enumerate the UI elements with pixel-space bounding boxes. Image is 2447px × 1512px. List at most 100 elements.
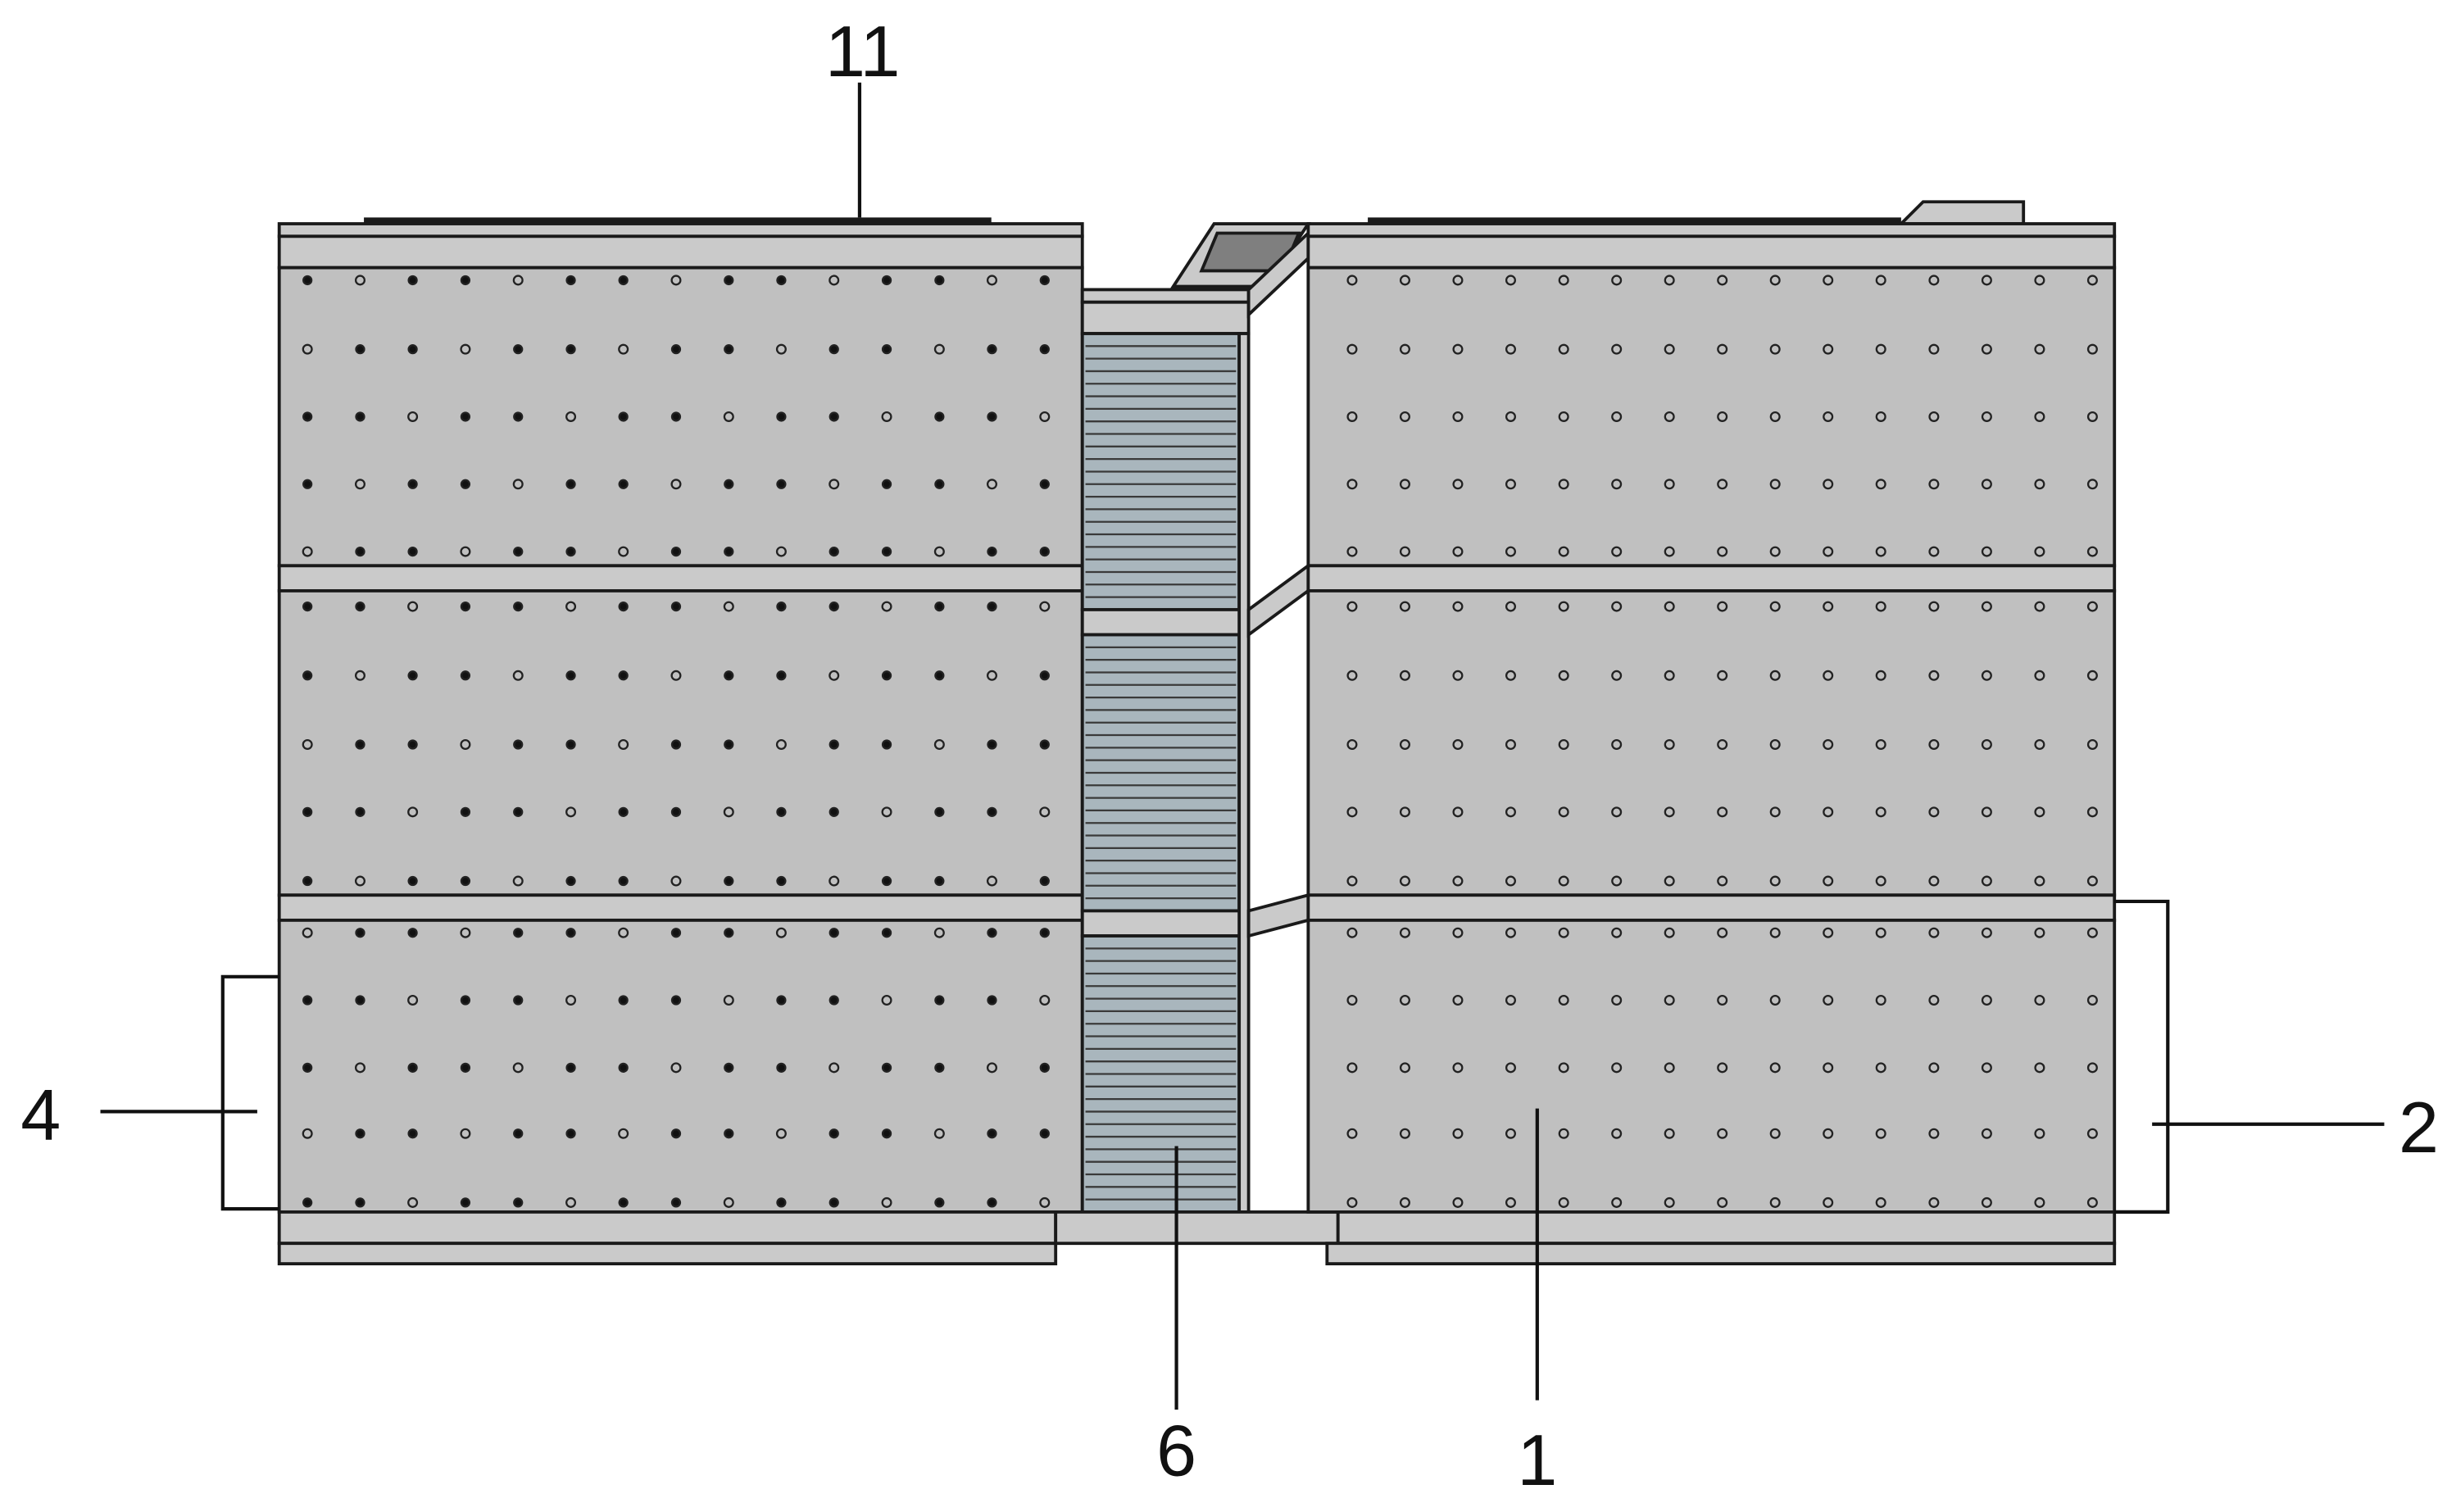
- facade-dot: [776, 1062, 787, 1073]
- facade-dot: [565, 875, 576, 887]
- facade-dot: [2086, 739, 2098, 751]
- facade-dot: [724, 670, 734, 681]
- facade-dot: [1399, 995, 1410, 1006]
- stair-treads: [1085, 345, 1237, 1201]
- facade-dot: [1823, 1196, 1834, 1208]
- facade-dot: [407, 995, 419, 1006]
- facade-dot: [1039, 479, 1050, 489]
- facade-dot: [1981, 1196, 1992, 1208]
- base-connector: [1054, 1210, 1340, 1246]
- label-2: 2: [2399, 1087, 2439, 1168]
- facade-dot: [2086, 806, 2098, 818]
- facade-dot: [1664, 479, 1675, 490]
- facade-dot: [618, 479, 629, 489]
- facade-dot: [724, 479, 734, 489]
- facade-dot: [775, 1128, 787, 1139]
- facade-dot: [723, 806, 734, 818]
- facade-dot: [1823, 601, 1834, 612]
- facade-dot: [934, 479, 945, 489]
- facade-dot: [1664, 343, 1675, 355]
- facade-dot: [881, 928, 892, 938]
- facade-dot: [881, 344, 892, 355]
- facade-dot: [987, 928, 997, 938]
- facade-dot: [2034, 739, 2045, 751]
- facade-dot: [1039, 928, 1050, 938]
- facade-dot: [1769, 875, 1781, 887]
- facade-dot: [355, 344, 365, 355]
- facade-dot: [1928, 1062, 1940, 1074]
- right-floor-divider-lower: [1306, 893, 2117, 922]
- facade-dot: [1928, 875, 1940, 887]
- facade-dot: [987, 546, 997, 557]
- facade-dot: [881, 806, 892, 818]
- facade-dot: [670, 670, 682, 681]
- facade-dot: [881, 479, 892, 489]
- facade-dot: [1769, 995, 1781, 1006]
- stair-top-cap: [1080, 288, 1251, 304]
- facade-dot: [355, 739, 365, 750]
- facade-dot: [1981, 875, 1992, 887]
- facade-dot: [881, 546, 892, 557]
- facade-dot: [986, 1062, 997, 1074]
- facade-dot: [1717, 739, 1728, 751]
- facade-dot: [1039, 275, 1050, 286]
- facade-dot: [1505, 1128, 1516, 1139]
- facade-dot: [670, 875, 682, 887]
- facade-dot: [618, 1197, 629, 1208]
- facade-dot: [934, 875, 945, 887]
- facade-dot: [512, 875, 524, 887]
- facade-dot: [1399, 1128, 1410, 1139]
- bridges: [1054, 222, 1340, 1246]
- facade-dot: [565, 806, 577, 818]
- facade-dot: [1346, 806, 1358, 818]
- facade-dot: [1823, 875, 1834, 887]
- facade-dot: [724, 344, 734, 355]
- facade-dot: [1823, 995, 1834, 1006]
- bridge-lower: [1246, 892, 1310, 938]
- facade-dot: [1981, 927, 1992, 938]
- facade-dot: [2086, 275, 2098, 286]
- facade-dot: [1769, 1128, 1781, 1139]
- facade-dot: [881, 275, 892, 286]
- facade-dot: [1928, 806, 1940, 818]
- facade-dot: [302, 1197, 313, 1208]
- facade-dot: [460, 806, 471, 817]
- facade-dot: [1558, 546, 1569, 557]
- facade-dot: [1452, 275, 1464, 286]
- facade-dot: [460, 1197, 471, 1208]
- facade-dot: [1611, 875, 1623, 887]
- facade-dot: [776, 875, 787, 887]
- facade-dot: [933, 343, 945, 355]
- facade-dot: [986, 875, 997, 887]
- facade-dot: [1039, 1128, 1050, 1139]
- facade-dot: [724, 875, 734, 887]
- facade-dot: [2034, 995, 2045, 1006]
- facade-dot: [987, 411, 997, 422]
- facade-dot: [302, 275, 313, 286]
- facade-dot: [618, 875, 629, 887]
- facade-dot: [670, 806, 682, 817]
- facade-dot: [1039, 601, 1051, 612]
- facade-dot: [2034, 343, 2045, 355]
- facade-dot: [1558, 601, 1569, 612]
- facade-dot: [1399, 927, 1410, 938]
- facade-dot: [1875, 411, 1886, 422]
- facade-dot: [1664, 875, 1675, 887]
- facade-dot: [1823, 670, 1834, 681]
- facade-dot: [670, 344, 682, 355]
- facade-dot: [1823, 275, 1834, 286]
- facade-dot: [776, 806, 787, 817]
- facade-dot: [1346, 1062, 1358, 1074]
- facade-dot: [670, 928, 682, 938]
- facade-dot: [1875, 1128, 1886, 1139]
- facade-dot: [881, 995, 892, 1006]
- facade-dot: [1875, 670, 1886, 681]
- facade-dot: [565, 1128, 576, 1139]
- facade-dot: [1505, 1062, 1516, 1074]
- facade-dot: [829, 739, 839, 750]
- facade-dot: [1928, 927, 1940, 938]
- facade-dot: [1717, 479, 1728, 490]
- facade-dot: [302, 343, 313, 355]
- bracket-4: [220, 974, 279, 1211]
- facade-dot: [1452, 875, 1464, 887]
